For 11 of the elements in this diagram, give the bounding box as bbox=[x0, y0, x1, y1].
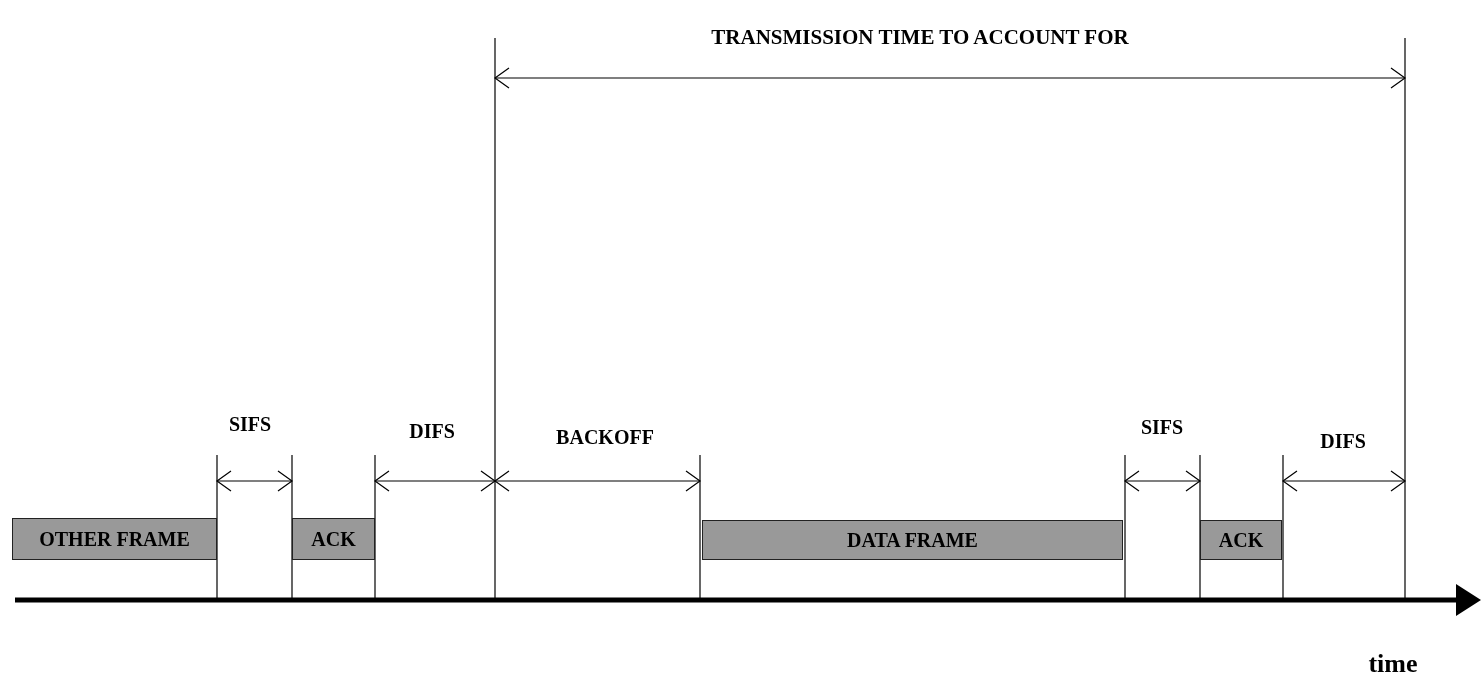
frame-block: DATA FRAME bbox=[702, 520, 1123, 560]
interval-label: SIFS bbox=[1140, 416, 1184, 438]
axis-label: time bbox=[1368, 650, 1418, 679]
frame-block: ACK bbox=[1200, 520, 1282, 560]
span-label: TRANSMISSION TIME TO ACCOUNT FOR bbox=[711, 26, 1129, 50]
interval-label: SIFS bbox=[228, 413, 272, 435]
frame-block: ACK bbox=[292, 518, 375, 560]
interval-label: DIFS bbox=[409, 420, 455, 442]
interval-label: DIFS bbox=[1320, 430, 1366, 452]
frame-block: OTHER FRAME bbox=[12, 518, 217, 560]
interval-label: BACKOFF bbox=[556, 426, 654, 448]
